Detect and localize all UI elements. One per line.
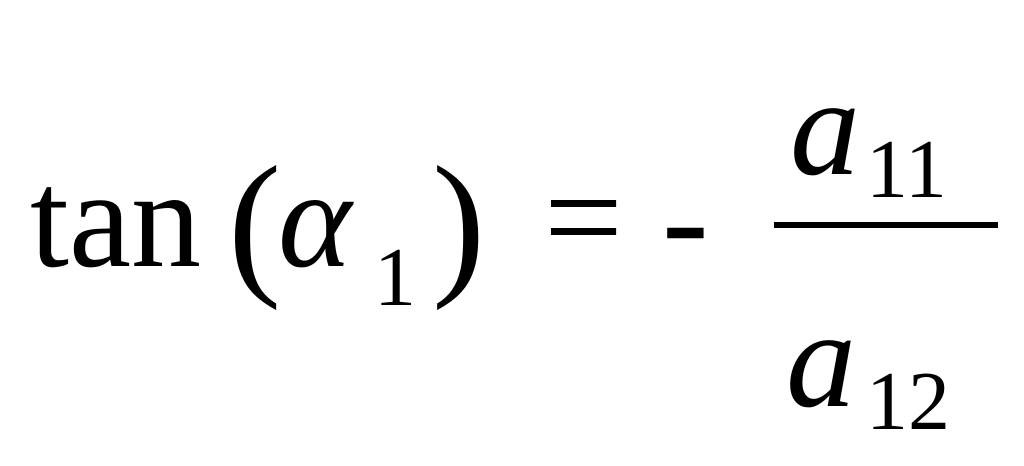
- fraction-bar: [774, 222, 998, 228]
- denominator-subscript: 12: [866, 355, 950, 448]
- close-parenthesis: ): [432, 133, 486, 311]
- alpha-symbol: α: [278, 142, 352, 297]
- alpha-subscript: 1: [374, 231, 416, 324]
- minus-sign: -: [662, 142, 709, 297]
- denominator-symbol: a: [786, 282, 856, 437]
- open-parenthesis: (: [228, 133, 282, 311]
- numerator-symbol: a: [790, 50, 860, 205]
- numerator-subscript: 11: [866, 123, 947, 216]
- function-name: tan: [30, 142, 202, 297]
- equals-sign: =: [544, 140, 623, 295]
